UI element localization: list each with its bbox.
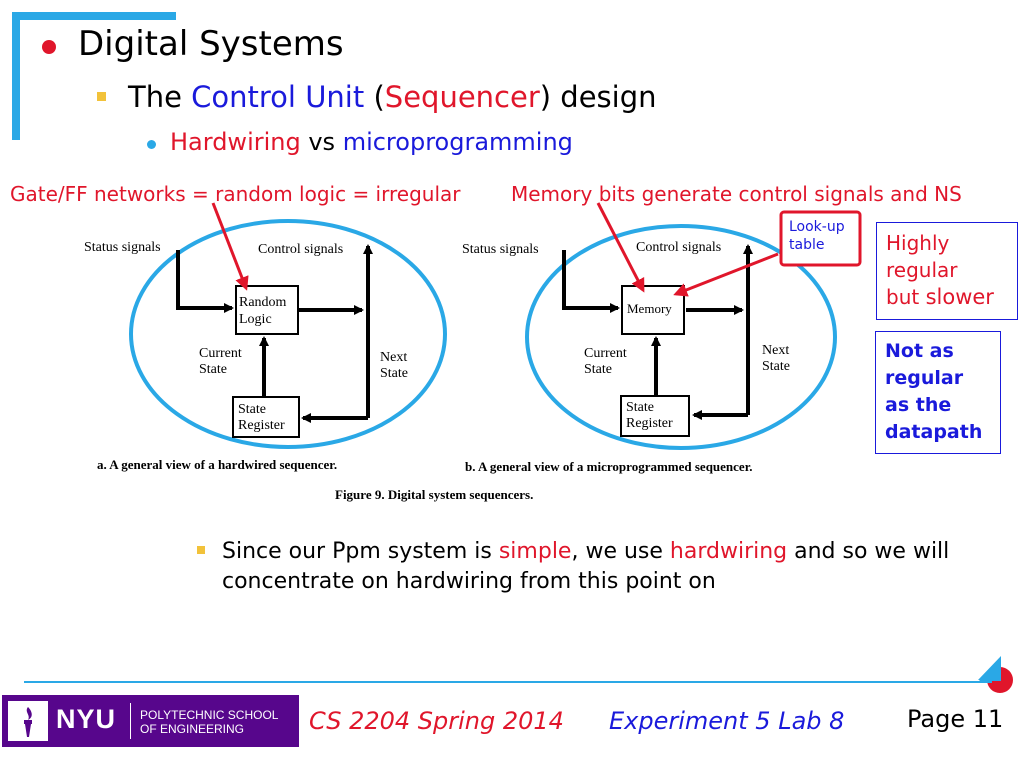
torch-icon <box>8 701 48 741</box>
text: ) design <box>539 80 657 114</box>
text-hardwiring: Hardwiring <box>170 128 301 156</box>
bullet-dot-small <box>147 140 156 149</box>
text: State <box>626 400 654 415</box>
text: POLYTECHNIC SCHOOL <box>140 708 279 722</box>
text: Random <box>239 295 287 310</box>
text: Register <box>626 416 673 431</box>
text: Next <box>380 350 408 365</box>
text: Current <box>199 346 242 361</box>
bullet-square-small <box>197 546 205 554</box>
red-arrow-memory <box>596 202 645 293</box>
text: table <box>789 237 825 253</box>
red-arrow-lookup <box>673 252 779 297</box>
text: but <box>886 285 926 309</box>
label-lookup-table: Look-up table <box>789 218 845 254</box>
caption-memory-bits: Memory bits generate control signals and… <box>511 182 962 206</box>
status-wire-left <box>176 250 234 313</box>
state-register-box-left <box>232 396 300 438</box>
corner-triangle-overlay <box>979 658 1001 681</box>
text: Look-up <box>789 219 845 235</box>
text-hardwiring: hardwiring <box>669 539 788 564</box>
frame-bar-left <box>12 12 20 140</box>
text-microprogramming: microprogramming <box>342 128 573 156</box>
heading-control-unit: The Control Unit (Sequencer) design <box>128 80 657 114</box>
note-highly-regular: Highly regular but slower <box>876 222 1018 320</box>
text: State <box>584 362 612 377</box>
figure-caption: Figure 9. Digital system sequencers. <box>335 487 534 502</box>
text: Logic <box>239 312 272 327</box>
text: Highly <box>886 231 950 255</box>
text: Not as <box>885 340 954 362</box>
caption-hardwired: a. A general view of a hardwired sequenc… <box>97 457 338 472</box>
text: State <box>238 402 266 417</box>
text-slower: slower <box>925 285 994 309</box>
text: and so we will concentrate on hardwiring… <box>222 539 950 594</box>
footer-course: CS 2204 Spring 2014 <box>309 707 564 735</box>
logo-nyu-text: NYU <box>56 704 117 734</box>
text: regular <box>886 258 958 282</box>
footer-divider <box>24 681 992 683</box>
bullet-dot <box>42 40 56 54</box>
text: Current <box>584 346 627 361</box>
text-simple: simple <box>498 539 572 564</box>
text: as the <box>885 394 952 416</box>
text: regular <box>885 367 964 389</box>
red-arrow-left <box>211 202 249 291</box>
lookup-table-box <box>779 210 862 267</box>
text-control-unit: Control Unit <box>191 80 365 114</box>
footer-experiment: Experiment 5 Lab 8 <box>609 707 845 735</box>
caption-random-logic: Gate/FF networks = random logic = irregu… <box>10 182 461 206</box>
caption-microprogrammed: b. A general view of a microprogrammed s… <box>465 459 753 474</box>
text: , we use <box>571 539 670 564</box>
text: State <box>380 366 408 381</box>
footer-page-number: Page 11 <box>907 705 1004 733</box>
logo-divider <box>130 703 131 739</box>
subheading-hardwiring: Hardwiring vs microprogramming <box>170 128 573 156</box>
note-not-as-regular: Not as regular as the datapath <box>875 331 1001 454</box>
text-sequencer: Sequencer <box>384 80 540 114</box>
frame-bar-top <box>12 12 176 20</box>
state-register-box-right <box>620 395 690 437</box>
label-status-left: Status signals <box>84 240 161 255</box>
text: Next <box>762 343 790 358</box>
ellipse-left <box>129 219 447 449</box>
text: Since our Ppm system is <box>222 539 499 564</box>
heading-digital-systems: Digital Systems <box>78 24 344 64</box>
label-control-left: Control signals <box>258 242 344 257</box>
text: ( <box>364 80 385 114</box>
bottom-bullet-text: Since our Ppm system is simple, we use h… <box>222 537 962 597</box>
label-status-right: Status signals <box>462 242 539 257</box>
label-memory: Memory <box>627 301 672 316</box>
text: State <box>199 362 227 377</box>
status-wire-right <box>562 250 620 313</box>
text: OF ENGINEERING <box>140 722 245 736</box>
text: Register <box>238 418 285 433</box>
bullet-square <box>97 92 106 101</box>
text: vs <box>300 128 343 156</box>
ellipse-right <box>525 224 837 450</box>
text: The <box>128 80 192 114</box>
label-control-right: Control signals <box>636 240 722 255</box>
text: datapath <box>885 421 983 443</box>
text: State <box>762 359 790 374</box>
random-logic-box <box>235 285 299 335</box>
